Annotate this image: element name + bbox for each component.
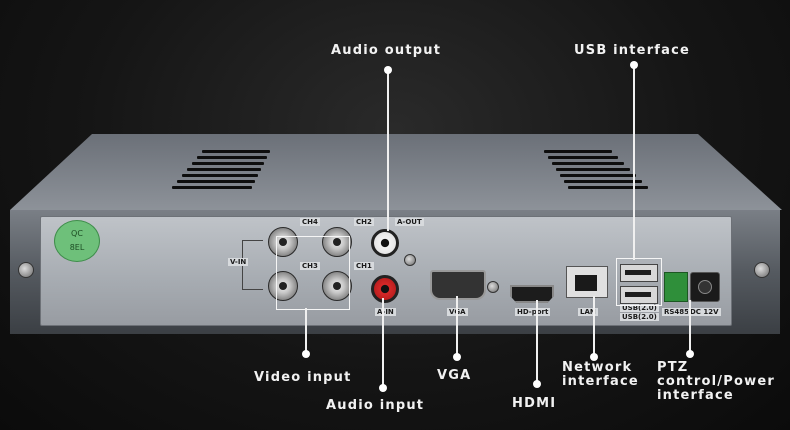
audio-output-jack bbox=[371, 229, 399, 257]
ptz-dot bbox=[686, 350, 694, 358]
ch1-label: CH1 bbox=[354, 262, 374, 270]
network-line bbox=[593, 296, 595, 358]
usb-line bbox=[633, 64, 635, 260]
ch3-label: CH3 bbox=[300, 262, 320, 270]
vin-label: V-IN bbox=[228, 258, 249, 266]
rs485-label: RS485 bbox=[662, 308, 692, 316]
hdmi-line bbox=[536, 300, 538, 386]
right-screw-icon bbox=[754, 262, 770, 278]
usb-dot bbox=[630, 61, 638, 69]
usb-port-bottom bbox=[620, 286, 658, 304]
rs485-ptz-terminal bbox=[664, 272, 688, 302]
ptz-power-callout: PTZ control/Power interface bbox=[657, 360, 775, 403]
ptz-line bbox=[689, 300, 691, 356]
lan-label: LAN bbox=[578, 308, 598, 316]
dc-power-jack bbox=[690, 272, 720, 302]
usb-top-label: USB(2.0) bbox=[620, 304, 659, 312]
lan-port bbox=[566, 266, 608, 298]
dc12v-label: DC 12V bbox=[688, 308, 721, 316]
a-out-label: A-OUT bbox=[395, 218, 424, 226]
audio-output-line bbox=[387, 69, 389, 231]
audio-input-callout: Audio input bbox=[326, 398, 425, 413]
video-input-dot bbox=[302, 350, 310, 358]
video-input-highlight bbox=[276, 236, 350, 310]
usb-port-top bbox=[620, 264, 658, 282]
qc-sticker-bottom: 8EL bbox=[69, 243, 85, 252]
right-vent bbox=[544, 150, 654, 194]
a-in-label: A-IN bbox=[375, 308, 396, 316]
network-interface-callout: Network interface bbox=[562, 360, 639, 389]
audio-output-callout: Audio output bbox=[331, 43, 442, 58]
bnc-ch2-connector bbox=[322, 227, 352, 257]
vga-dot bbox=[453, 353, 461, 361]
hd-port-label: HD-port bbox=[515, 308, 551, 316]
bnc-ch3-connector bbox=[268, 271, 298, 301]
audio-output-dot bbox=[384, 66, 392, 74]
hdmi-dot bbox=[533, 380, 541, 388]
video-input-callout: Video input bbox=[254, 370, 352, 385]
network-dot bbox=[590, 353, 598, 361]
vga-line bbox=[456, 296, 458, 358]
hdmi-port bbox=[510, 285, 554, 303]
panel-screw-1-icon bbox=[404, 254, 416, 266]
panel-screw-2-icon bbox=[487, 281, 499, 293]
qc-sticker-top: QC bbox=[71, 229, 83, 238]
audio-input-line bbox=[382, 298, 384, 390]
bnc-ch1-connector bbox=[322, 271, 352, 301]
usb-bottom-label: USB(2.0) bbox=[620, 313, 659, 321]
vga-port bbox=[430, 270, 486, 300]
ch4-label: CH4 bbox=[300, 218, 320, 226]
left-vent bbox=[172, 150, 272, 194]
ch2-label: CH2 bbox=[354, 218, 374, 226]
usb-interface-callout: USB interface bbox=[574, 43, 691, 58]
qc-sticker: QC 8EL bbox=[54, 220, 100, 262]
audio-input-dot bbox=[379, 384, 387, 392]
bnc-ch4-connector bbox=[268, 227, 298, 257]
audio-input-jack bbox=[371, 275, 399, 303]
hdmi-callout: HDMI bbox=[512, 396, 557, 411]
left-screw-icon bbox=[18, 262, 34, 278]
video-input-line bbox=[305, 308, 307, 356]
vga-callout: VGA bbox=[437, 368, 472, 383]
usb-highlight bbox=[616, 258, 662, 306]
